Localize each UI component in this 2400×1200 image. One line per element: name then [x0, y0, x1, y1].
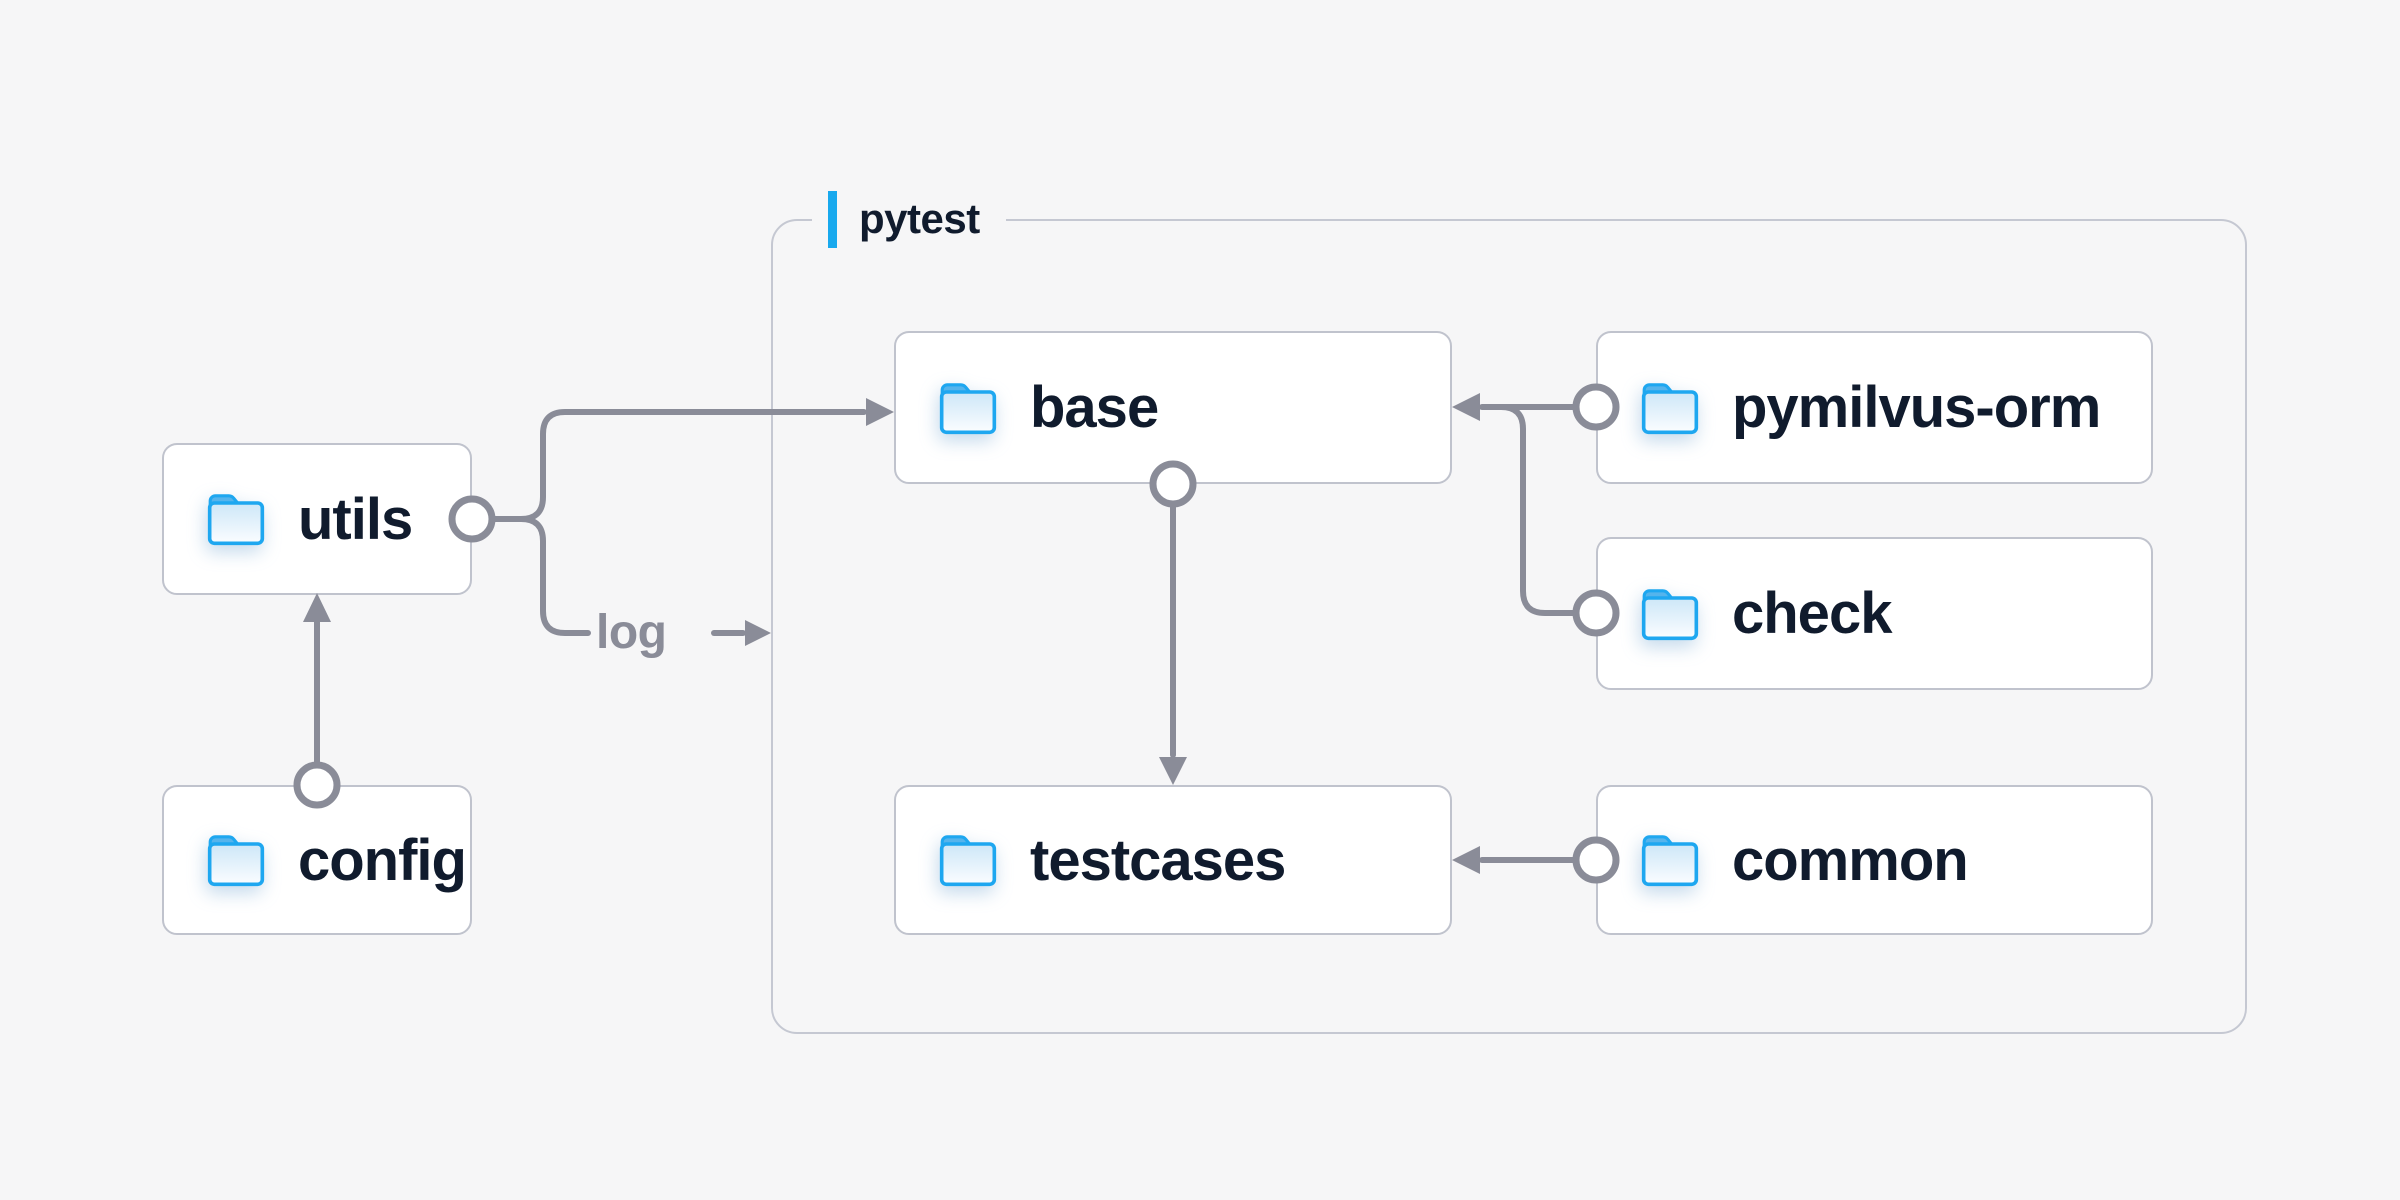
node-label: testcases: [1030, 827, 1286, 893]
node-check: check: [1596, 537, 2153, 690]
node-config: config: [162, 785, 472, 935]
node-testcases: testcases: [894, 785, 1452, 935]
pytest-group-container: [771, 219, 2247, 1034]
folder-icon: [1641, 382, 1699, 434]
arrowhead-up: [303, 593, 331, 622]
node-pymilvus-orm: pymilvus-orm: [1596, 331, 2153, 484]
node-base: base: [894, 331, 1452, 484]
accent-bar: [828, 190, 837, 248]
node-label: check: [1732, 581, 1892, 646]
folder-icon: [1641, 588, 1699, 640]
arrowhead-right: [745, 620, 771, 646]
node-label: utils: [298, 486, 413, 552]
node-label: base: [1030, 375, 1159, 440]
edge-label-log: log: [596, 605, 667, 659]
node-label: pymilvus-orm: [1732, 375, 2101, 440]
node-utils: utils: [162, 443, 472, 595]
node-label: config: [298, 827, 467, 893]
folder-icon: [939, 835, 997, 887]
pytest-group-label: pytest: [812, 188, 1006, 250]
edge-config-utils: [303, 593, 331, 766]
folder-icon: [207, 494, 265, 546]
folder-icon: [939, 382, 997, 434]
folder-icon: [207, 835, 265, 887]
node-common: common: [1596, 785, 2153, 935]
node-label: common: [1732, 827, 1969, 893]
folder-icon: [1641, 835, 1699, 887]
pytest-group-title: pytest: [859, 195, 980, 242]
